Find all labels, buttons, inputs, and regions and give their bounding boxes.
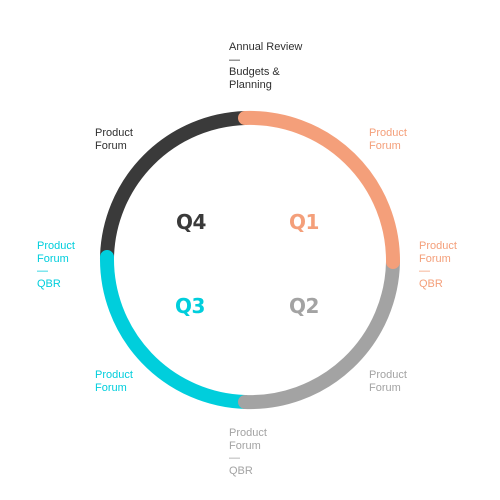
event-text: Product: [37, 240, 75, 252]
event-dash: —: [419, 265, 430, 277]
event-label-q4-product-forum: Product Forum: [95, 127, 133, 152]
event-text: Forum: [419, 252, 451, 265]
event-text: Annual Review: [229, 41, 303, 53]
event-text: QBR: [419, 277, 443, 290]
event-dash: —: [229, 53, 240, 66]
quadrant-label-q1: Q1: [289, 210, 319, 234]
event-dash: —: [229, 452, 240, 464]
event-label-q2-product-forum: Product Forum: [369, 369, 407, 394]
event-label-annual-review: Annual Review — Budgets & Planning: [229, 41, 302, 91]
quadrant-label-q3: Q3: [175, 294, 205, 318]
event-text: Forum: [37, 252, 69, 265]
event-dash: —: [37, 265, 48, 277]
event-label-q3-product-forum: Product Forum: [95, 369, 133, 394]
event-text: Product: [369, 127, 407, 139]
event-text: QBR: [37, 277, 61, 290]
ring-segment-q3: [99, 250, 252, 409]
event-text: Forum: [369, 139, 401, 152]
event-label-q1-product-forum: Product Forum: [369, 127, 407, 152]
event-label-q2-qbr: Product Forum — QBR: [229, 427, 267, 477]
event-text: Planning: [229, 78, 272, 91]
quadrant-label-q2: Q2: [289, 294, 319, 318]
event-text: Product: [95, 127, 133, 139]
quadrant-label-q4: Q4: [176, 210, 206, 234]
event-label-q1-qbr: Product Forum — QBR: [419, 240, 457, 290]
ring-segment-q2: [238, 255, 400, 410]
event-text: Product: [369, 369, 407, 381]
event-text: Product: [229, 427, 267, 439]
event-text: Forum: [95, 381, 127, 394]
event-text: Product: [95, 369, 133, 381]
ring-segment-q1: [238, 110, 401, 269]
event-text: Forum: [229, 439, 261, 452]
event-label-q3-qbr: Product Forum — QBR: [37, 240, 75, 290]
event-text: Forum: [95, 139, 127, 152]
ring-segment-q4: [100, 111, 252, 264]
event-text: QBR: [229, 464, 253, 477]
event-text: Budgets &: [229, 66, 280, 78]
event-text: Forum: [369, 381, 401, 394]
event-text: Product: [419, 240, 457, 252]
